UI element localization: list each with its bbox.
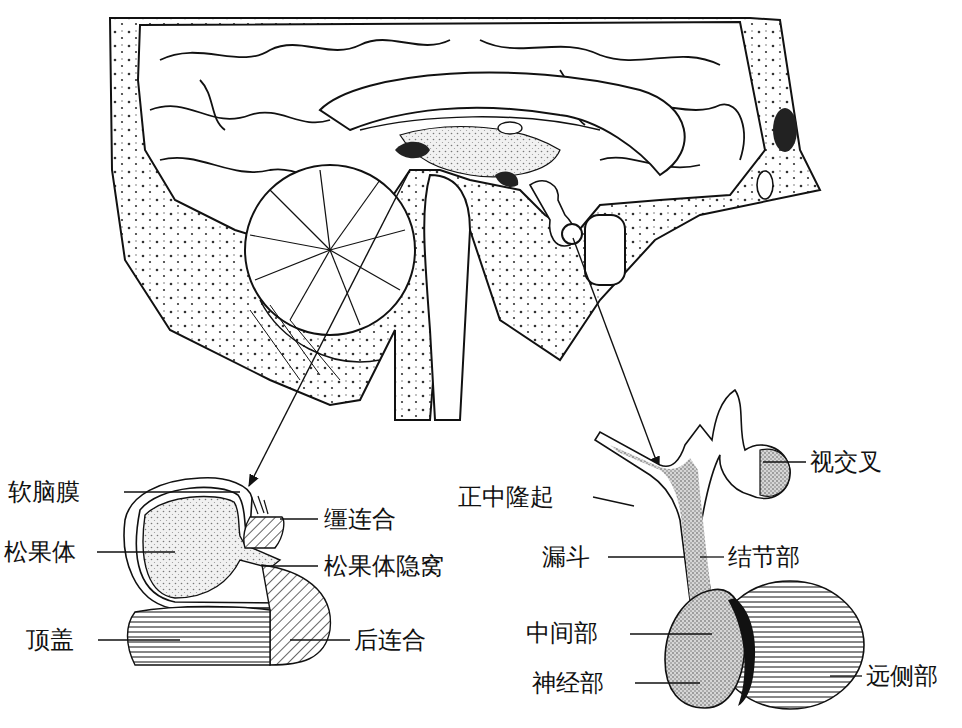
part-label: 漏斗 (540, 543, 592, 571)
part-label: 松果体 (2, 538, 78, 566)
part-label: 远侧部 (864, 662, 940, 690)
part-label: 松果体隐窝 (322, 552, 446, 580)
part-label: 顶盖 (24, 626, 76, 654)
part-label: 神经部 (530, 669, 606, 697)
part-label: 后连合 (352, 626, 428, 654)
part-label: 结节部 (726, 543, 802, 571)
part-label: 缰连合 (322, 505, 398, 533)
part-label: 软脑膜 (6, 478, 82, 506)
part-label: 视交叉 (808, 448, 884, 476)
part-label: 中间部 (524, 619, 600, 647)
part-label: 正中隆起 (456, 483, 556, 511)
